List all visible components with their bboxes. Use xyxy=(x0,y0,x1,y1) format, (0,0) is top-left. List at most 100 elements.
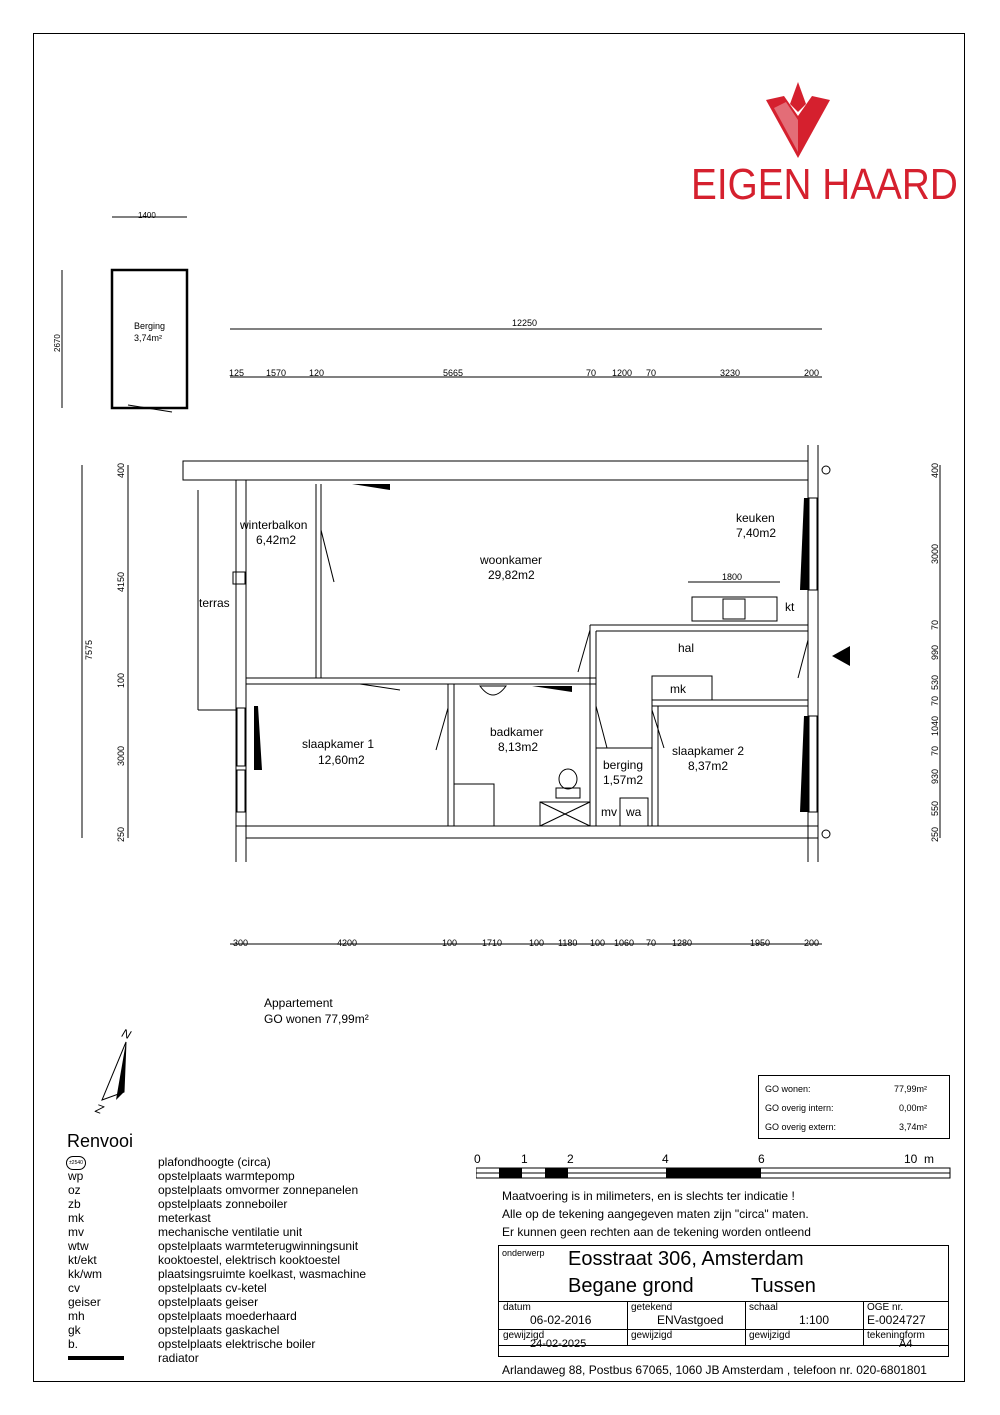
onderwerp-label: onderwerp xyxy=(502,1248,545,1258)
room-slaapkamer1-name: slaapkamer 1 xyxy=(302,737,375,751)
svg-text:3230: 3230 xyxy=(720,368,740,378)
legend-item: opstelplaats zonneboiler xyxy=(158,1197,288,1211)
svg-text:300: 300 xyxy=(233,938,248,948)
svg-text:70: 70 xyxy=(646,938,656,948)
oge-value: E-0024727 xyxy=(867,1313,926,1327)
legend-item: opstelplaats warmteterugwinningsunit xyxy=(158,1239,359,1253)
disclaimer-line: Maatvoering is in milimeters, en is slec… xyxy=(502,1189,795,1203)
storage-width-dim: 1400 xyxy=(138,211,156,220)
gewijzigd3-label: gewijzigd xyxy=(749,1330,791,1341)
legend-key: cv xyxy=(68,1281,80,1295)
svg-text:550: 550 xyxy=(930,801,940,816)
svg-text:1950: 1950 xyxy=(750,938,770,948)
svg-text:100: 100 xyxy=(529,938,544,948)
legend-item: opstelplaats gaskachel xyxy=(158,1323,280,1337)
svg-text:70: 70 xyxy=(930,746,940,756)
scale-label: 0 xyxy=(474,1152,481,1166)
room-hal-name: hal xyxy=(678,641,695,655)
divider xyxy=(499,1345,948,1346)
svg-text:400: 400 xyxy=(116,463,126,478)
storage-area: 3,74m² xyxy=(134,333,163,343)
brand-logo-icon xyxy=(766,82,830,158)
getekend-value: ENVastgoed xyxy=(657,1313,724,1327)
room-winterbalkon-area: 6,42m2 xyxy=(256,533,297,547)
oge-label: OGE nr. xyxy=(867,1302,904,1313)
legend-item: opstelplaats warmtepomp xyxy=(158,1169,295,1183)
tekeningform-value: A4 xyxy=(899,1338,913,1350)
room-terras-name: terras xyxy=(199,596,230,610)
legend-item: opstelplaats elektrische boiler xyxy=(158,1337,316,1351)
datum-value: 06-02-2016 xyxy=(530,1313,592,1327)
svg-text:4200: 4200 xyxy=(337,938,357,948)
top-total-dim: 12250 xyxy=(512,318,537,328)
legend-key: kt/ekt xyxy=(68,1253,97,1267)
gewijzigd-value: 24-02-2025 xyxy=(530,1338,587,1350)
fixture-kt: kt xyxy=(785,600,795,614)
legend-title: Renvooi xyxy=(67,1131,134,1151)
legend-item: kooktoestel, elektrisch kooktoestel xyxy=(158,1253,341,1267)
page-frame xyxy=(33,33,965,1382)
svg-text:250: 250 xyxy=(116,827,126,842)
divider xyxy=(863,1301,864,1345)
svg-text:70: 70 xyxy=(646,368,656,378)
floor-name: Begane grond xyxy=(568,1275,694,1297)
legend-key: wp xyxy=(68,1169,84,1183)
legend-key: mv xyxy=(68,1225,84,1239)
svg-text:100: 100 xyxy=(442,938,457,948)
svg-text:70: 70 xyxy=(930,620,940,630)
room-slaapkamer2-area: 8,37m2 xyxy=(688,759,729,773)
scale-label: 4 xyxy=(662,1152,669,1166)
legend-item: meterkast xyxy=(158,1211,211,1225)
room-slaapkamer1-area: 12,60m2 xyxy=(318,753,365,767)
svg-text:70: 70 xyxy=(586,368,596,378)
svg-text:7575: 7575 xyxy=(84,640,94,660)
legend-key: b. xyxy=(68,1337,79,1351)
svg-text:3000: 3000 xyxy=(930,544,940,564)
svg-text:530: 530 xyxy=(930,675,940,690)
divider xyxy=(627,1301,628,1345)
fixture-mv: mv xyxy=(601,805,617,819)
disclaimer-line: Alle op de tekening aangegeven maten zij… xyxy=(502,1207,809,1221)
go-area-table: GO wonen:77,99m² GO overig intern:0,00m²… xyxy=(758,1075,950,1139)
counter-dim: 1800 xyxy=(722,572,743,582)
legend-key: zb xyxy=(68,1197,81,1211)
disclaimer-line: Er kunnen geen rechten aan de tekening w… xyxy=(502,1225,811,1239)
go-row: GO overig extern:3,74m² xyxy=(765,1122,927,1132)
svg-text:200: 200 xyxy=(804,938,819,948)
room-badkamer-name: badkamer xyxy=(490,725,544,739)
room-slaapkamer2-name: slaapkamer 2 xyxy=(672,744,745,758)
divider xyxy=(499,1301,948,1302)
room-woonkamer-area: 29,82m2 xyxy=(488,568,535,582)
svg-text:100: 100 xyxy=(590,938,605,948)
ceiling-height-icon: ±2540 xyxy=(66,1156,86,1170)
gewijzigd2-label: gewijzigd xyxy=(631,1330,673,1341)
svg-text:930: 930 xyxy=(930,769,940,784)
legend-item: opstelplaats geiser xyxy=(158,1295,259,1309)
divider xyxy=(745,1301,746,1345)
storage-height-dim: 2670 xyxy=(53,334,62,352)
getekend-label: getekend xyxy=(631,1302,673,1313)
svg-text:400: 400 xyxy=(930,463,940,478)
legend-item: opstelplaats omvormer zonnepanelen xyxy=(158,1183,359,1197)
svg-text:70: 70 xyxy=(930,696,940,706)
svg-text:1280: 1280 xyxy=(672,938,692,948)
divider xyxy=(499,1329,948,1330)
room-berging-area: 1,57m2 xyxy=(603,773,644,787)
go-row: GO overig intern:0,00m² xyxy=(765,1103,927,1113)
legend-item: opstelplaats moederhaard xyxy=(158,1309,297,1323)
svg-text:1570: 1570 xyxy=(266,368,286,378)
legend-item: plafondhoogte (circa) xyxy=(158,1155,271,1169)
svg-text:1180: 1180 xyxy=(558,938,577,948)
north-arrow-icon xyxy=(101,1041,127,1101)
svg-text:5665: 5665 xyxy=(443,368,463,378)
legend-key: gk xyxy=(68,1323,81,1337)
go-row: GO wonen:77,99m² xyxy=(765,1084,927,1094)
room-badkamer-area: 8,13m2 xyxy=(498,740,539,754)
room-berging-name: berging xyxy=(603,758,644,772)
svg-text:1060: 1060 xyxy=(614,938,634,948)
scale-label: 6 xyxy=(758,1152,765,1166)
svg-text:100: 100 xyxy=(116,673,126,688)
floor-variant: Tussen xyxy=(751,1275,816,1297)
summary-line2: GO wonen 77,99m² xyxy=(264,1012,369,1026)
summary-line1: Appartement xyxy=(264,996,333,1010)
